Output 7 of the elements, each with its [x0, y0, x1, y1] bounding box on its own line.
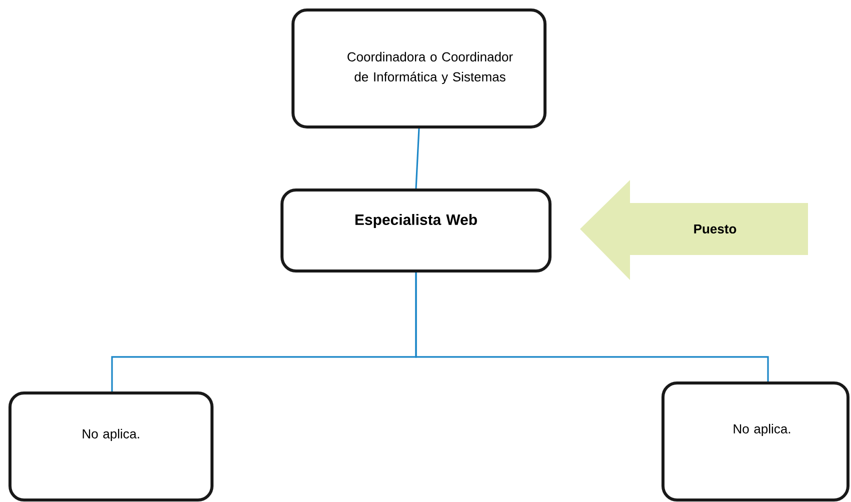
- arrow-label: Puesto: [580, 180, 808, 280]
- connector-line: [415, 128, 420, 189]
- org-box: No aplica.: [8, 391, 214, 502]
- org-box: No aplica.: [662, 381, 850, 502]
- org-box: Especialista Web: [280, 188, 552, 272]
- connector-line: [415, 272, 769, 382]
- org-box: Coordinadora o Coordinador de Informática y Sistemas: [292, 8, 546, 128]
